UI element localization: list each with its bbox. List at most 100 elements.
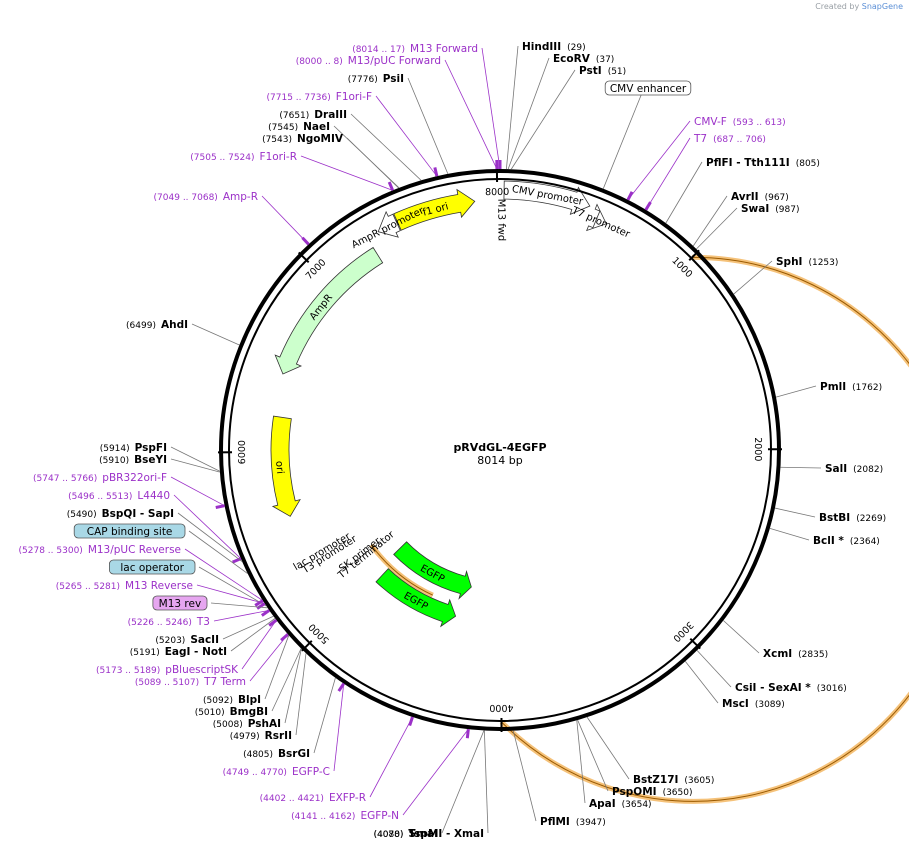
tick-label: 2000 bbox=[752, 437, 763, 461]
orf-arc-core bbox=[370, 544, 433, 596]
label-text: (4078)TspMI - XmaI bbox=[373, 828, 484, 840]
map-label: PstI(51) bbox=[579, 65, 626, 77]
leader-line bbox=[505, 45, 519, 170]
label-range: (5490) bbox=[67, 510, 97, 520]
primer-site bbox=[337, 682, 346, 692]
map-label: ApaI(3654) bbox=[589, 798, 652, 810]
leader-line bbox=[241, 619, 277, 670]
leader-line bbox=[191, 323, 240, 346]
feature-box-label: lac operator bbox=[120, 562, 184, 574]
label-name: EXFP-R bbox=[329, 792, 366, 804]
leader-line bbox=[774, 507, 816, 518]
leader-line bbox=[170, 476, 225, 507]
label-name: PshAI bbox=[248, 718, 281, 730]
primer-site bbox=[280, 633, 289, 642]
label-range: (5496 .. 5513) bbox=[68, 492, 132, 502]
leader-line bbox=[586, 716, 630, 780]
map-label: (5747 .. 5766)pBR322ori-F bbox=[33, 472, 167, 484]
label-text: (5910)BseYI bbox=[99, 454, 167, 466]
label-name: M13/pUC Forward bbox=[348, 55, 441, 67]
label-range: (3654) bbox=[622, 800, 652, 810]
tick-label: 4000 bbox=[489, 702, 513, 713]
leader-line bbox=[483, 730, 489, 834]
label-text: CMV-F(593 .. 613) bbox=[694, 116, 786, 128]
label-range: (5226 .. 5246) bbox=[128, 618, 192, 628]
label-text: (4141 .. 4162)EGFP-N bbox=[291, 810, 399, 822]
label-text: (4080)SmaI bbox=[374, 828, 438, 840]
label-text: (5914)PspFI bbox=[100, 442, 167, 454]
map-label: (5914)PspFI bbox=[100, 442, 167, 454]
label-name: BmgBI bbox=[230, 706, 268, 718]
map-label: T7(687 .. 706) bbox=[693, 133, 766, 145]
leader-line bbox=[775, 385, 817, 398]
label-range: (987) bbox=[775, 205, 799, 215]
feature-arrow bbox=[393, 541, 472, 600]
primer-site bbox=[644, 201, 652, 211]
label-range: (3089) bbox=[755, 700, 785, 710]
label-text: (7505 .. 7524)F1ori-R bbox=[190, 151, 297, 163]
label-text: (4749 .. 4770)EGFP-C bbox=[223, 766, 330, 778]
inner-feature-label: M13 fwd bbox=[495, 199, 506, 241]
leader-line bbox=[780, 466, 822, 469]
map-label: (8014 .. 17)M13 Forward bbox=[352, 43, 478, 55]
feature-arrow bbox=[393, 188, 476, 231]
label-range: (5914) bbox=[100, 444, 130, 454]
label-name: BlpI bbox=[238, 694, 261, 706]
map-label: SalI(2082) bbox=[825, 463, 883, 475]
feature-arrow bbox=[586, 203, 607, 232]
label-name: PsiI bbox=[383, 73, 404, 85]
map-label: (5092)BlpI bbox=[203, 694, 261, 706]
label-range: (4078) bbox=[373, 830, 403, 840]
leader-line bbox=[375, 95, 438, 177]
label-text: BclI *(2364) bbox=[813, 535, 880, 547]
map-label: EcoRV(37) bbox=[553, 53, 614, 65]
label-name: F1ori-R bbox=[260, 151, 297, 163]
label-name: T7 Term bbox=[203, 676, 246, 688]
leader-line bbox=[444, 59, 498, 170]
map-label: (7651)DraIII bbox=[279, 109, 347, 121]
label-text: CsiI - SexAI *(3016) bbox=[735, 682, 847, 694]
map-label: BstBI(2269) bbox=[819, 512, 886, 524]
label-range: (5191) bbox=[130, 648, 160, 658]
label-range: (5010) bbox=[195, 708, 225, 718]
map-label: PflMI(3947) bbox=[540, 816, 606, 828]
leader-line bbox=[261, 195, 309, 245]
leader-line bbox=[407, 77, 449, 175]
map-label: (7715 .. 7736)F1ori-F bbox=[267, 91, 373, 103]
label-range: (805) bbox=[796, 159, 820, 169]
label-text: T7(687 .. 706) bbox=[693, 133, 766, 145]
label-text: (7049 .. 7068)Amp-R bbox=[154, 191, 258, 203]
map-label: (5089 .. 5107)T7 Term bbox=[135, 676, 246, 688]
label-name: RsrII bbox=[265, 730, 292, 742]
label-text: XcmI(2835) bbox=[763, 648, 828, 660]
leader-line bbox=[481, 47, 501, 170]
map-label: (4805)BsrGI bbox=[243, 748, 310, 760]
label-range: (29) bbox=[567, 43, 585, 53]
label-name: BsrGI bbox=[278, 748, 310, 760]
leader-line bbox=[602, 87, 645, 189]
primer-site bbox=[433, 167, 439, 177]
label-name: NaeI bbox=[303, 121, 330, 133]
label-range: (4080) bbox=[374, 830, 404, 840]
label-range: (2835) bbox=[798, 650, 828, 660]
label-text: (6499)AhdI bbox=[126, 319, 188, 331]
label-name: SalI bbox=[825, 463, 847, 475]
map-label: PspOMI(3650) bbox=[612, 786, 693, 798]
leader-line bbox=[723, 620, 760, 654]
label-range: (7545) bbox=[268, 123, 298, 133]
leader-line bbox=[696, 207, 738, 250]
label-text: (7543)NgoMIV bbox=[262, 133, 344, 145]
label-name: PstI bbox=[579, 65, 602, 77]
label-name: T3 bbox=[196, 616, 210, 628]
feature-box-label: CMV enhancer bbox=[610, 83, 687, 95]
map-label: (4749 .. 4770)EGFP-C bbox=[223, 766, 330, 778]
map-label: AvrII(967) bbox=[731, 191, 789, 203]
map-label: (5265 .. 5281)M13 Reverse bbox=[56, 580, 193, 592]
label-text: SalI(2082) bbox=[825, 463, 883, 475]
feature-arrow bbox=[377, 210, 401, 238]
label-text: PspOMI(3650) bbox=[612, 786, 693, 798]
map-label: (4141 .. 4162)EGFP-N bbox=[291, 810, 399, 822]
map-label: lac operator bbox=[109, 559, 196, 575]
